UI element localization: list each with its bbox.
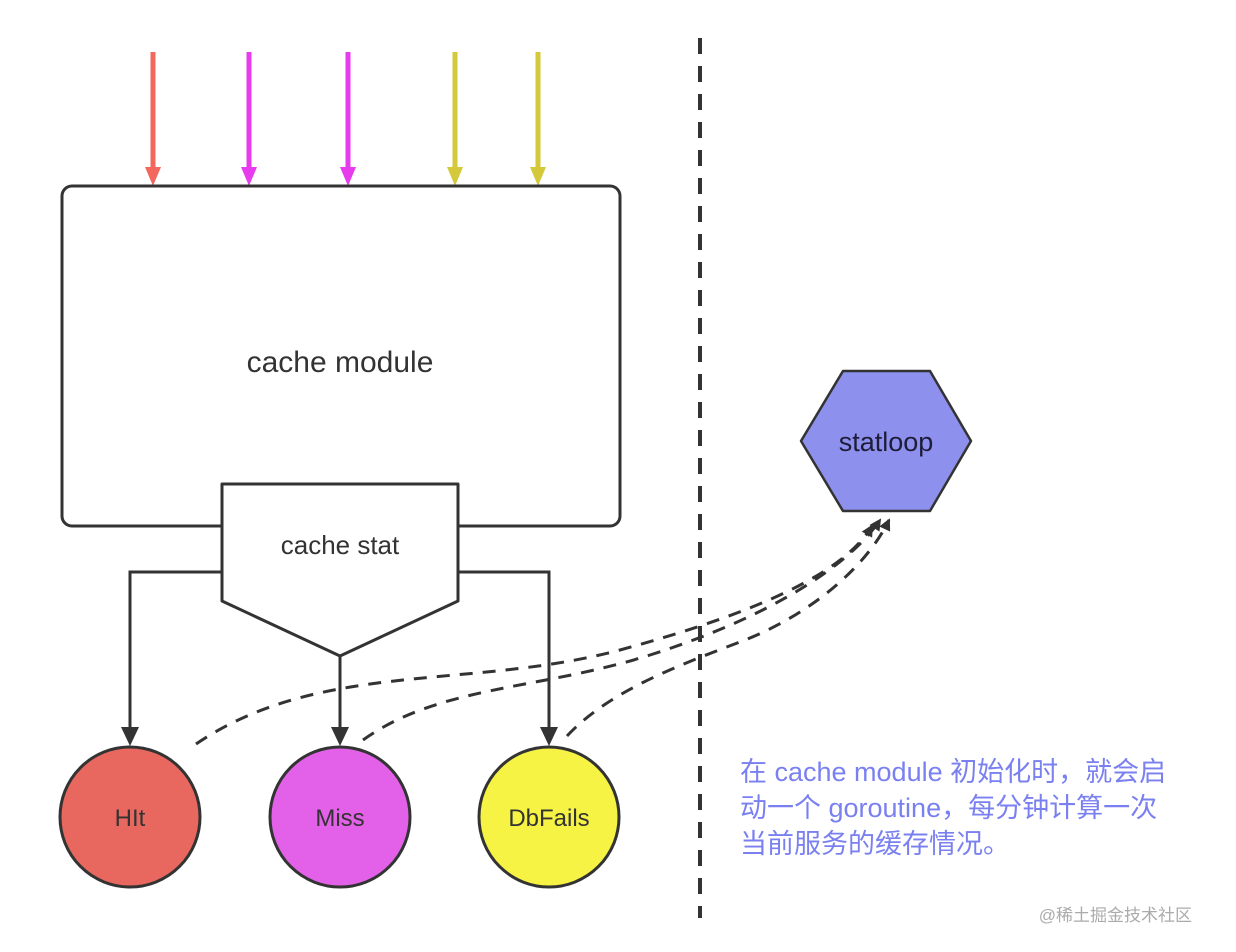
dashed-curve-dbfails-to-statloop	[565, 518, 891, 738]
watermark: @稀土掘金技术社区	[1039, 906, 1192, 925]
cache-module-label: cache module	[247, 346, 434, 379]
miss-circle	[268, 745, 412, 889]
annotation-line-3: 当前服务的缓存情况。	[740, 829, 1010, 859]
hit-circle	[58, 745, 202, 889]
dbfails-label: DbFails	[508, 805, 589, 832]
incoming-arrow-magenta2-head-icon	[340, 167, 356, 186]
dbfails-circle	[477, 745, 621, 889]
dashed-curve-hit-to-statloop	[195, 524, 874, 746]
connector-hit-arrowhead-icon	[121, 727, 139, 746]
cache-stat-shape	[220, 482, 460, 658]
annotation-line-2: 动一个 goroutine，每分钟计算一次	[740, 793, 1157, 823]
stat-connectors	[121, 570, 558, 746]
incoming-arrow-yellow1-head-icon	[447, 167, 463, 186]
dashed-curve-miss-to-statloop	[362, 518, 882, 742]
incoming-arrow-red-head-icon	[145, 167, 161, 186]
miss-label: Miss	[315, 805, 364, 832]
annotation-line-1: 在 cache module 初始化时，就会启	[740, 757, 1166, 787]
statloop-hexagon	[799, 369, 973, 513]
connector-dbfails-arrowhead-icon	[540, 727, 558, 746]
connector-hit	[128, 570, 222, 729]
incoming-arrow-yellow2-head-icon	[530, 167, 546, 186]
connector-dbfails	[458, 570, 551, 729]
statloop-label: statloop	[839, 427, 934, 457]
connector-miss-arrowhead-icon	[331, 727, 349, 746]
hit-label: HIt	[115, 805, 146, 832]
statloop-feeds	[195, 518, 891, 746]
incoming-arrows	[145, 52, 546, 186]
incoming-arrow-magenta1-head-icon	[241, 167, 257, 186]
cache-stat-label: cache stat	[281, 530, 400, 560]
annotation-text: 在 cache module 初始化时，就会启 动一个 goroutine，每分…	[740, 757, 1166, 859]
